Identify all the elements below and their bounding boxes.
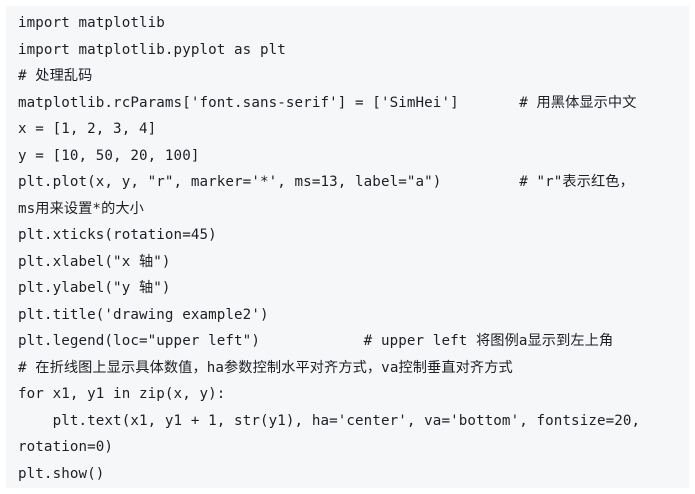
code-line: plt.ylabel("y 轴"): [18, 280, 171, 296]
code-line: rotation=0): [18, 439, 114, 455]
code-line: import matplotlib.pyplot as plt: [18, 41, 286, 58]
code-line: plt.text(x1, y1 + 1, str(y1), ha='center…: [18, 412, 641, 429]
code-line: # 处理乱码: [18, 68, 93, 84]
code-line: plt.title('drawing example2'): [18, 306, 269, 323]
code-line: plt.xticks(rotation=45): [18, 227, 217, 243]
code-line: y = [10, 50, 20, 100]: [18, 147, 200, 164]
code-line: import matplotlib: [18, 15, 165, 31]
code-block: import matplotlib import matplotlib.pypl…: [6, 6, 689, 488]
code-line: plt.xlabel("x 轴"): [18, 253, 171, 270]
code-line: # 在折线图上显示具体数值，ha参数控制水平对齐方式，va控制垂直对齐方式: [18, 359, 513, 376]
code-line: x = [1, 2, 3, 4]: [18, 121, 157, 137]
code-line: plt.legend(loc="upper left") # upper lef…: [18, 333, 614, 349]
code-line: plt.plot(x, y, "r", marker='*', ms=13, l…: [18, 174, 634, 190]
code-line: plt.show(): [18, 465, 105, 482]
code-line: matplotlib.rcParams['font.sans-serif'] =…: [18, 94, 637, 111]
code-line: ms用来设置*的大小: [18, 200, 144, 217]
code-line: for x1, y1 in zip(x, y):: [18, 386, 226, 402]
